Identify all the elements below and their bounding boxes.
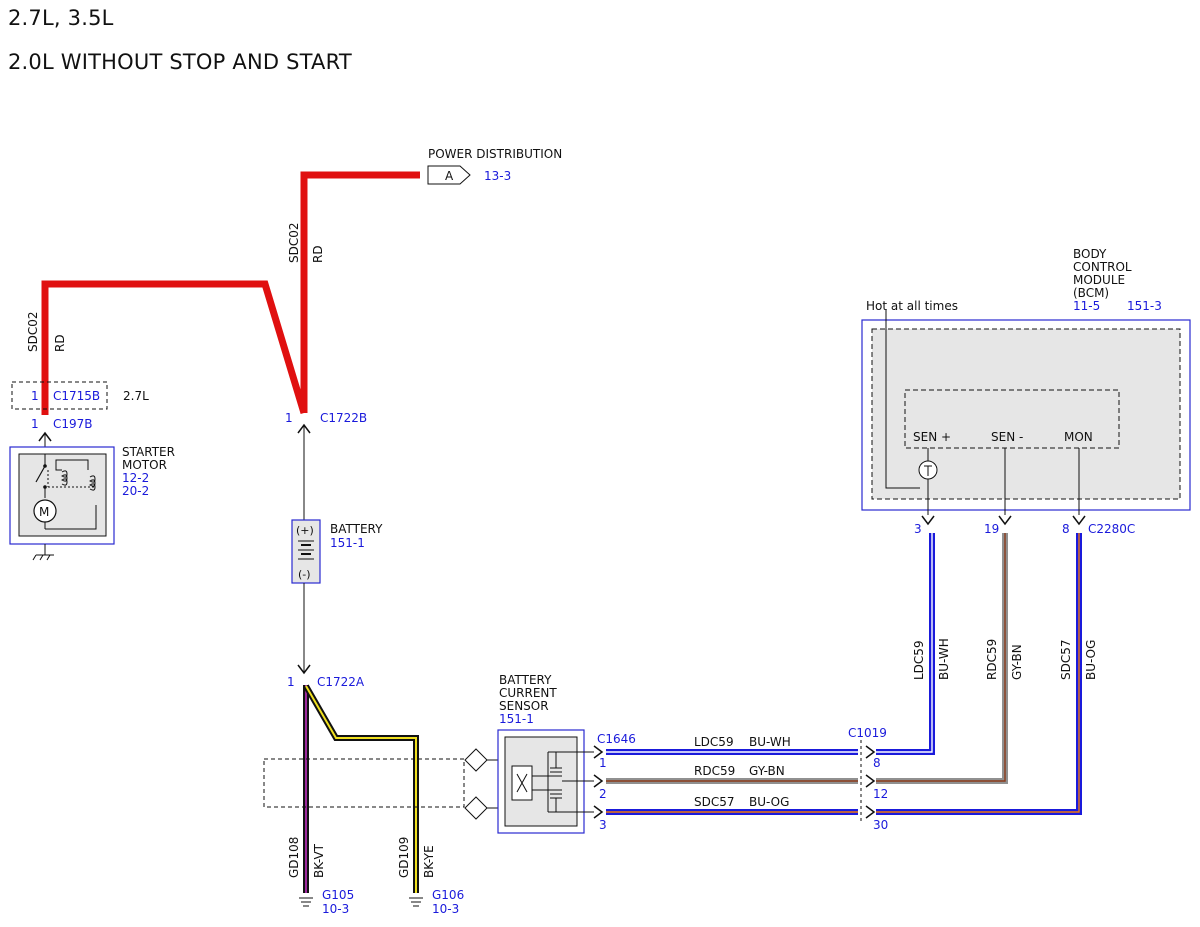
c1646-name: C1646 (597, 732, 636, 746)
ground-point-id: G105 (322, 888, 354, 902)
power-distribution-ref: 13-3 (484, 169, 511, 183)
wire-circuit-label: RDC59 (985, 639, 999, 680)
wire-circuit-label: SDC02 (287, 222, 301, 263)
wire-rdc59-gy-bn (876, 533, 1008, 784)
ground-wire-circuit: GD108 (287, 837, 301, 878)
wire-circuit-label: SDC02 (26, 311, 40, 352)
c2280c-pin: 19 (984, 522, 999, 536)
bcm-pin-label: MON (1064, 430, 1093, 444)
power-distribution-label: POWER DISTRIBUTION (428, 147, 562, 161)
harness-color-label: BU-WH (749, 735, 791, 749)
wire-circuit-label: LDC59 (912, 640, 926, 680)
ground-wire-color: BK-YE (422, 845, 436, 878)
ground-symbol-icon (299, 897, 423, 907)
bcm-ref: 151-3 (1127, 299, 1162, 313)
c2280c-name: C2280C (1088, 522, 1135, 536)
wire-color-label: RD (53, 334, 67, 352)
wire-gd109-bk-ye (303, 684, 419, 893)
wire-color-label: BU-OG (1084, 640, 1098, 680)
c1715b-pin: 1 (31, 389, 39, 403)
motor-symbol-m: M (39, 505, 49, 519)
wire-color-label: RD (311, 245, 325, 263)
c1646-pin: 1 (599, 756, 607, 770)
c1646-pin: 3 (599, 818, 607, 832)
sensor-label-line: CURRENT (499, 686, 557, 700)
battery-ref: 151-1 (330, 536, 365, 550)
harness-circuit-label: SDC57 (694, 795, 735, 809)
c197b-pin: 1 (31, 417, 39, 431)
power-distribution-terminal: A (445, 169, 454, 183)
connector-pin-icon (865, 745, 876, 819)
bcm-label-line: CONTROL (1073, 260, 1132, 274)
ground-wire-color: BK-VT (312, 843, 326, 878)
ground-point-id: G106 (432, 888, 464, 902)
c2280c-pin: 3 (914, 522, 922, 536)
harness-circuit-label: RDC59 (694, 764, 735, 778)
c1646-pin: 2 (599, 787, 607, 801)
harness-color-label: BU-OG (749, 795, 789, 809)
c1722b-name: C1722B (320, 411, 367, 425)
bcm-label-line: BODY (1073, 247, 1107, 261)
body-control-module-component (861, 310, 1191, 515)
starter-ref: 20-2 (122, 484, 149, 498)
ground-point-ref: 10-3 (432, 902, 459, 916)
starter-label-line: MOTOR (122, 458, 167, 472)
c2280c-pin: 8 (1062, 522, 1070, 536)
bcm-label-line: (BCM) (1073, 286, 1109, 300)
shield-diamond-icon (464, 748, 506, 820)
power-distribution-connector (427, 165, 471, 185)
harness-circuit-label: LDC59 (694, 735, 734, 749)
wire-color-label: GY-BN (1010, 644, 1024, 680)
sensor-label-line: SENSOR (499, 699, 549, 713)
c1019-pin: 8 (873, 756, 881, 770)
c197b-name: C197B (53, 417, 93, 431)
c1715b-name: C1715B (53, 389, 100, 403)
bcm-hot-label: Hot at all times (866, 299, 958, 313)
ground-point-ref: 10-3 (322, 902, 349, 916)
battery-component (291, 519, 321, 584)
ground-symbol-icon (32, 554, 54, 561)
connector-pin-icon (921, 515, 1086, 526)
battery-plus: (+) (296, 524, 314, 537)
c1019-name: C1019 (848, 726, 887, 740)
starter-label-line: STARTER (122, 445, 175, 459)
wire-color-label: BU-WH (937, 638, 951, 680)
battery-current-sensor-component (497, 729, 594, 834)
c1019-pin: 30 (873, 818, 888, 832)
battery-label: BATTERY (330, 522, 383, 536)
shield-dashed-box (263, 758, 465, 808)
ground-wire-circuit: GD109 (397, 837, 411, 878)
connector-pin-icon (593, 745, 604, 819)
bcm-pin-label: SEN + (913, 430, 951, 444)
wire-circuit-label: SDC57 (1059, 639, 1073, 680)
wire-sdc02-red (41, 171, 420, 415)
c1722a-name: C1722A (317, 675, 365, 689)
starter-motor-component: M (9, 446, 115, 545)
wire-sdc57-bu-og (876, 533, 1082, 815)
diagram-heading-engines: 2.7L, 3.5L (8, 6, 114, 30)
c1019-pin: 12 (873, 787, 888, 801)
sensor-label-line: BATTERY (499, 673, 552, 687)
bcm-label-line: MODULE (1073, 273, 1125, 287)
starter-ref: 12-2 (122, 471, 149, 485)
diagram-heading-variant: 2.0L WITHOUT STOP AND START (8, 50, 352, 74)
bcm-ref: 11-5 (1073, 299, 1100, 313)
harness-color-label: GY-BN (749, 764, 785, 778)
wire-ldc59-bu-wh (876, 533, 935, 755)
battery-minus: (-) (298, 568, 311, 581)
connector-pin-icon (297, 664, 311, 675)
sensor-ref: 151-1 (499, 712, 534, 726)
c1722b-pin: 1 (285, 411, 293, 425)
connector-c1715b-box (11, 381, 108, 410)
c1715b-note: 2.7L (123, 389, 149, 403)
c1722a-pin: 1 (287, 675, 295, 689)
bcm-pin-label: SEN - (991, 430, 1023, 444)
